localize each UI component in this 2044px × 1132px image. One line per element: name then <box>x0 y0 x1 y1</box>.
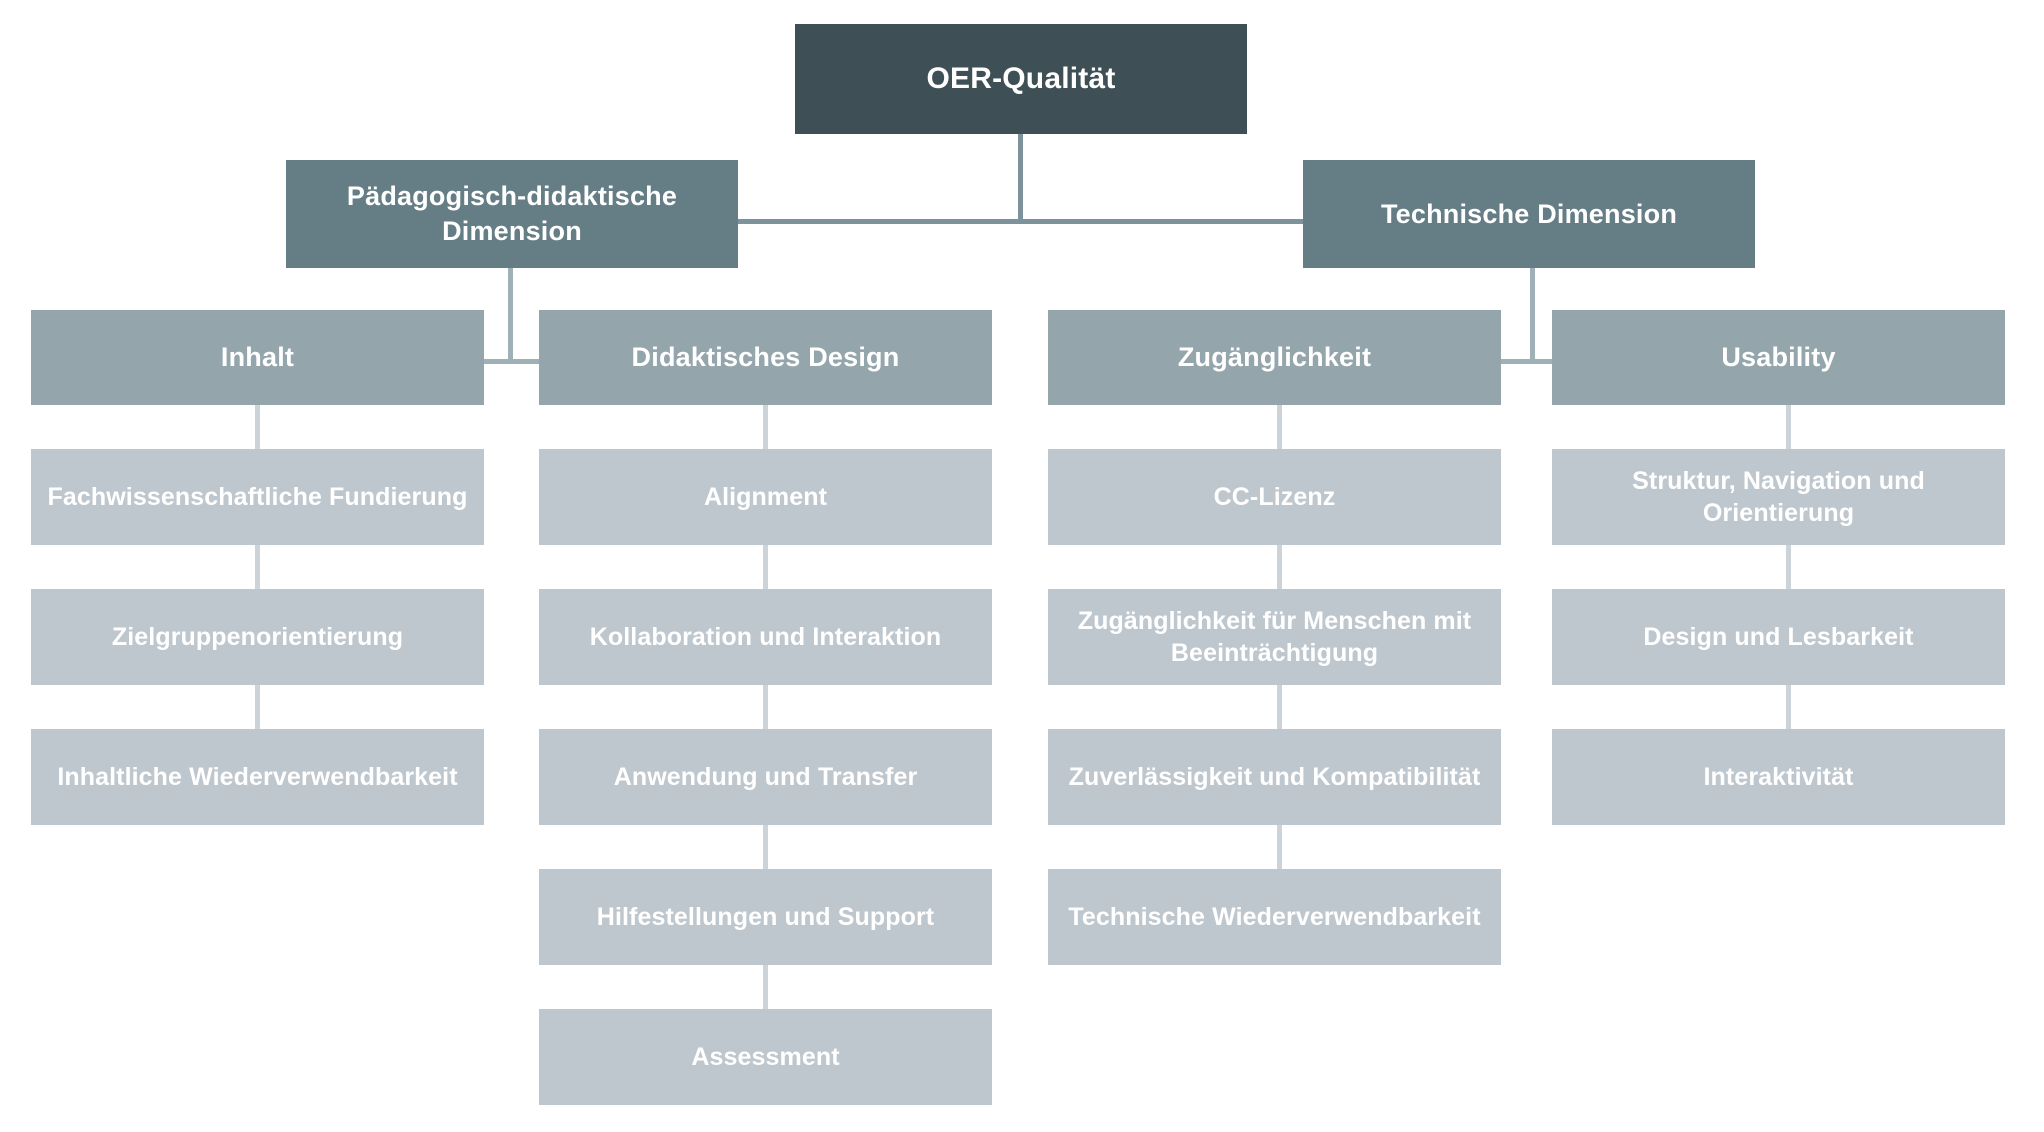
node-hilfestellungen-und-support[interactable]: Hilfestellungen und Support <box>539 869 992 965</box>
node-didaktisches-design[interactable]: Didaktisches Design <box>539 310 992 405</box>
connector-zugaenglichkeit-link-1 <box>1277 405 1282 449</box>
connector-usability-link-3 <box>1786 685 1791 729</box>
connector-usability-link-1 <box>1786 405 1791 449</box>
connector-zugaenglichkeit-link-4 <box>1277 825 1282 869</box>
connector-zugaenglichkeit-link-3 <box>1277 685 1282 729</box>
node-alignment[interactable]: Alignment <box>539 449 992 545</box>
node-technische-wiederverwendbarkeit[interactable]: Technische Wiederverwendbarkeit <box>1048 869 1501 965</box>
node-zielgruppenorientierung[interactable]: Zielgruppenorientierung <box>31 589 484 685</box>
node-anwendung-und-transfer[interactable]: Anwendung und Transfer <box>539 729 992 825</box>
connector-inhalt-link-1 <box>255 405 260 449</box>
node-zugaenglichkeit[interactable]: Zugänglichkeit <box>1048 310 1501 405</box>
connector-didaktisches-design-link-2 <box>763 545 768 589</box>
connector-didaktisches-design-link-4 <box>763 825 768 869</box>
node-usability[interactable]: Usability <box>1552 310 2005 405</box>
node-paedagogisch-didaktische-dimension[interactable]: Pädagogisch-didaktische Dimension <box>286 160 738 268</box>
connector-inhalt-link-2 <box>255 545 260 589</box>
node-inhalt[interactable]: Inhalt <box>31 310 484 405</box>
node-struktur-navigation-und-orientierung[interactable]: Struktur, Navigation und Orientierung <box>1552 449 2005 545</box>
node-design-und-lesbarkeit[interactable]: Design und Lesbarkeit <box>1552 589 2005 685</box>
connector-didaktisches-design-link-1 <box>763 405 768 449</box>
connector-right-category-bus <box>1280 359 1790 364</box>
connector-zugaenglichkeit-link-2 <box>1277 545 1282 589</box>
node-technische-dimension[interactable]: Technische Dimension <box>1303 160 1755 268</box>
node-inhaltliche-wiederverwendbarkeit[interactable]: Inhaltliche Wiederverwendbarkeit <box>31 729 484 825</box>
node-zugaenglichkeit-fuer-menschen-mit-beeintraechtigung[interactable]: Zugänglichkeit für Menschen mit Beeinträ… <box>1048 589 1501 685</box>
node-assessment[interactable]: Assessment <box>539 1009 992 1105</box>
connector-right-dimension-stem <box>1530 268 1535 364</box>
connector-usability-link-2 <box>1786 545 1791 589</box>
node-fachwissenschaftliche-fundierung[interactable]: Fachwissenschaftliche Fundierung <box>31 449 484 545</box>
connector-didaktisches-design-link-3 <box>763 685 768 729</box>
node-kollaboration-und-interaktion[interactable]: Kollaboration und Interaktion <box>539 589 992 685</box>
connector-root-stem <box>1018 134 1023 222</box>
connector-dimension-bus <box>510 219 1530 224</box>
node-interaktivitaet[interactable]: Interaktivität <box>1552 729 2005 825</box>
connector-left-category-bus <box>257 359 767 364</box>
node-oer-qualitaet[interactable]: OER-Qualität <box>795 24 1247 134</box>
connector-didaktisches-design-link-5 <box>763 965 768 1009</box>
node-cc-lizenz[interactable]: CC-Lizenz <box>1048 449 1501 545</box>
node-zuverlaessigkeit-und-kompatibilitaet[interactable]: Zuverlässigkeit und Kompatibilität <box>1048 729 1501 825</box>
connector-left-dimension-stem <box>508 268 513 364</box>
connector-inhalt-link-3 <box>255 685 260 729</box>
